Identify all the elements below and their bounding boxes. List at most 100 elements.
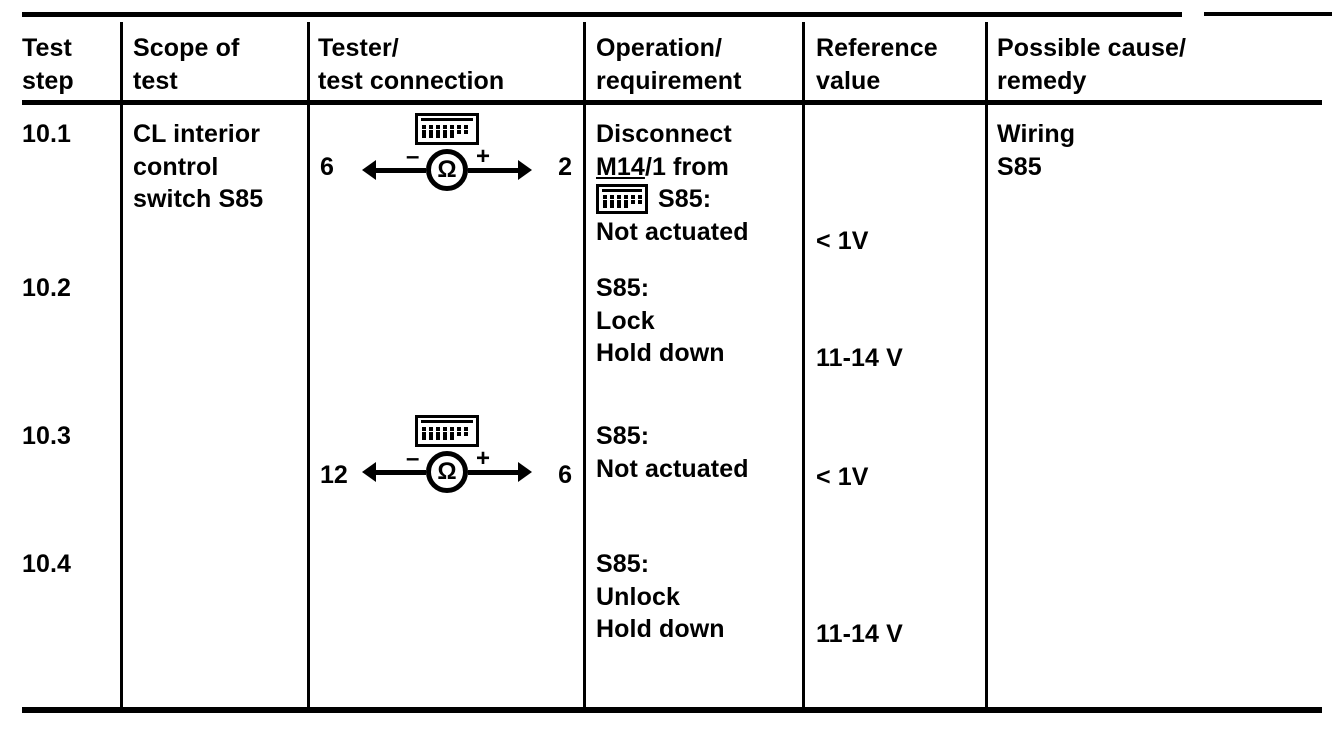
test-step-value: 10.4 [22, 548, 71, 581]
operation-requirement-value: Disconnect M14/1 from S85: Not actuated [596, 118, 749, 248]
column-header-scope-of-test: Scope of test [133, 32, 239, 97]
connector-pins [603, 195, 642, 208]
operation-requirement-value: S85: Not actuated [596, 420, 749, 485]
column-divider-1 [120, 22, 123, 707]
header-separator-rule [22, 100, 1322, 105]
operation-action: Lock [596, 306, 655, 335]
header-line: Scope of [133, 34, 240, 62]
operation-requirement-value: S85: Unlock Hold down [596, 548, 725, 646]
operation-component-label: S85: [596, 274, 650, 302]
connector-socket-icon [596, 184, 648, 214]
column-divider-3 [583, 22, 586, 707]
header-line: Tester/ [318, 34, 399, 62]
positive-terminal-label: + [475, 143, 490, 170]
probe-arrow-left-icon [362, 160, 376, 180]
operation-requirement-value: S85: Lock Hold down [596, 272, 725, 370]
terminal-number-left: 6 [320, 153, 334, 181]
header-line: Reference [816, 34, 938, 62]
header-line: test [133, 66, 178, 95]
probe-arrow-left-icon [362, 462, 376, 482]
reference-value-cell: 11-14 V [816, 618, 903, 651]
probe-lead-left [370, 168, 426, 173]
terminal-number-right: 2 [558, 153, 572, 181]
operation-note: Hold down [596, 339, 725, 367]
reference-value-cell: 11-14 V [816, 342, 903, 375]
test-step-number: 10.2 [22, 274, 72, 302]
connector-lid [421, 118, 473, 121]
operation-action: Unlock [596, 582, 680, 611]
operation-component-label: S85: [658, 185, 712, 213]
column-header-possible-cause-remedy: Possible cause/ remedy [997, 32, 1186, 97]
column-divider-2 [307, 22, 310, 707]
tester-connection-diagram: 6 2 – [318, 113, 576, 191]
pin-row [422, 129, 473, 134]
reference-value-cell: < 1V [816, 461, 869, 494]
pin-row [603, 203, 642, 208]
test-step-number: 10.1 [22, 120, 72, 148]
table-top-border [22, 12, 1182, 17]
ohmmeter-icon: – Ω + [362, 447, 532, 493]
pin-row [422, 436, 473, 441]
column-header-tester-test-connection: Tester/ test connection [318, 32, 504, 97]
header-line: requirement [596, 66, 742, 95]
operation-note: Hold down [596, 615, 725, 643]
header-line: value [816, 66, 881, 95]
connector-pins [422, 124, 473, 139]
column-header-test-step: Test step [22, 32, 74, 97]
negative-terminal-label: – [406, 143, 420, 170]
connector-socket-icon [415, 113, 479, 145]
pin-row [603, 199, 642, 204]
pin-row [422, 124, 473, 129]
pin-row [422, 426, 473, 431]
header-line: remedy [997, 66, 1087, 95]
operation-line: M14/1 from [596, 151, 749, 184]
component-code-underlined: M14 [596, 152, 645, 181]
ohmmeter-icon: – Ω + [362, 145, 532, 191]
reference-value: < 1V [816, 463, 869, 491]
column-header-operation-requirement: Operation/ requirement [596, 32, 742, 97]
pin-row [422, 431, 473, 436]
scope-line: CL interior [133, 120, 261, 148]
scope-of-test-value: CL interior control switch S85 [133, 118, 263, 216]
connector-lid [602, 189, 642, 192]
operation-component-label: S85: [596, 422, 650, 450]
negative-terminal-label: – [406, 445, 420, 472]
header-line: test connection [318, 66, 505, 95]
terminal-number-left: 12 [320, 461, 348, 489]
reference-value: 11-14 V [816, 620, 903, 648]
operation-component-label: S85: [596, 550, 650, 578]
scope-line: control [133, 152, 219, 181]
operation-line: Disconnect [596, 120, 732, 148]
tester-connection-diagram: 12 6 – [318, 415, 576, 497]
reference-value: 11-14 V [816, 344, 903, 372]
scope-line: switch S85 [133, 185, 264, 213]
probe-arrow-right-icon [518, 160, 532, 180]
table-bottom-border [22, 707, 1322, 713]
positive-terminal-label: + [475, 445, 490, 472]
connector-pins [422, 426, 473, 441]
operation-requirement-state: Not actuated [596, 217, 749, 246]
test-step-number: 10.3 [22, 422, 72, 450]
ohm-symbol: Ω [426, 451, 468, 493]
column-divider-5 [985, 22, 988, 707]
test-step-number: 10.4 [22, 550, 72, 578]
table-top-border-segment [1204, 12, 1332, 16]
probe-arrow-right-icon [518, 462, 532, 482]
operation-line-rest: /1 from [644, 152, 729, 181]
operation-line-with-icon: S85: [596, 183, 749, 216]
pin-row [603, 195, 642, 200]
header-line: Possible cause/ [997, 34, 1187, 62]
reference-value: < 1V [816, 227, 869, 255]
probe-lead-right [468, 470, 524, 475]
ohmmeter-symbol-group: – Ω + [362, 113, 532, 191]
test-step-value: 10.2 [22, 272, 71, 305]
possible-cause-remedy-value: Wiring S85 [997, 118, 1075, 183]
ohm-symbol: Ω [426, 149, 468, 191]
cause-line: S85 [997, 152, 1042, 181]
column-header-reference-value: Reference value [816, 32, 938, 97]
header-line: Test [22, 34, 72, 62]
column-divider-4 [802, 22, 805, 707]
connector-lid [421, 420, 473, 423]
header-line: Operation/ [596, 34, 723, 62]
operation-requirement-state: Not actuated [596, 454, 749, 483]
